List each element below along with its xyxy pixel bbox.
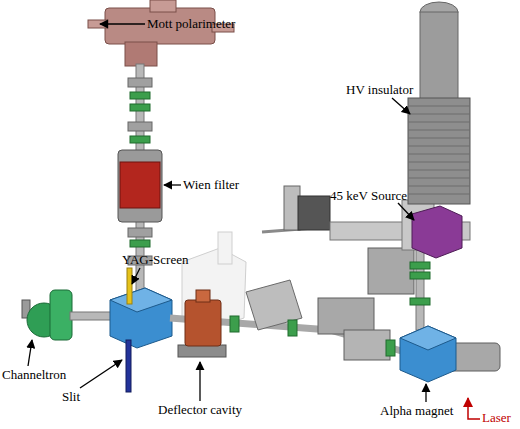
bellows	[410, 262, 430, 269]
leader-arrow	[164, 184, 181, 185]
bellows	[130, 92, 150, 99]
bellows	[130, 240, 150, 247]
deflector-cavity	[185, 300, 221, 346]
pump-box	[368, 248, 414, 294]
ghost-assembly	[218, 232, 232, 264]
part-label: Laser	[482, 410, 511, 425]
bellows	[410, 272, 430, 279]
ion-pump	[298, 196, 330, 230]
alpha-magnet-top	[400, 326, 456, 350]
dipole-magnet-top	[110, 288, 172, 312]
laser-arrow	[468, 398, 480, 419]
leader-arrow	[425, 384, 426, 402]
beam-pipe	[70, 312, 112, 320]
part-label: Channeltron	[2, 367, 66, 382]
part-label: 45 keV Source	[330, 188, 407, 203]
part-label: Deflector cavity	[158, 402, 242, 417]
channeltron	[50, 290, 72, 340]
insulator-ribs	[408, 106, 470, 194]
cavity-stand	[178, 345, 226, 357]
bellows	[130, 136, 150, 143]
leader-arrow	[398, 203, 414, 220]
bellows	[410, 298, 430, 305]
magnet-box	[344, 330, 390, 360]
leader-arrow	[28, 340, 32, 366]
insulator-upper	[420, 12, 458, 100]
bellows	[288, 320, 297, 336]
alpha-magnet	[400, 326, 456, 382]
bellows	[386, 340, 395, 356]
flange	[128, 228, 152, 237]
flange	[128, 122, 152, 131]
part-label: Slit	[62, 389, 80, 404]
insulator-ribbed	[408, 98, 470, 204]
magnet-box	[318, 298, 374, 334]
deflector-cavity	[196, 290, 210, 302]
yag-screen-rod	[127, 268, 132, 304]
source-chamber	[412, 206, 462, 258]
bellows	[230, 316, 239, 332]
bellows	[130, 104, 150, 111]
mott-top	[150, 0, 176, 12]
wien-filter-body	[118, 150, 162, 222]
part-label: Mott polarimeter	[147, 16, 235, 31]
part-label: YAG-Screen	[122, 252, 188, 267]
leader-arrow	[100, 23, 145, 24]
mott-chamber	[125, 42, 157, 66]
flange	[128, 78, 152, 87]
part-label: HV insulator	[346, 82, 413, 97]
part-label: Wien filter	[183, 177, 239, 192]
leader-arrow	[199, 362, 200, 401]
beam-pipe	[416, 245, 424, 330]
slit-rod	[126, 340, 131, 392]
wien-filter-coil	[120, 162, 160, 208]
leader-arrow	[392, 98, 410, 114]
part-label: Alpha magnet	[380, 403, 453, 418]
dipole-magnet	[110, 288, 172, 348]
leader-arrow	[132, 268, 140, 284]
leader-arrow	[80, 360, 122, 388]
